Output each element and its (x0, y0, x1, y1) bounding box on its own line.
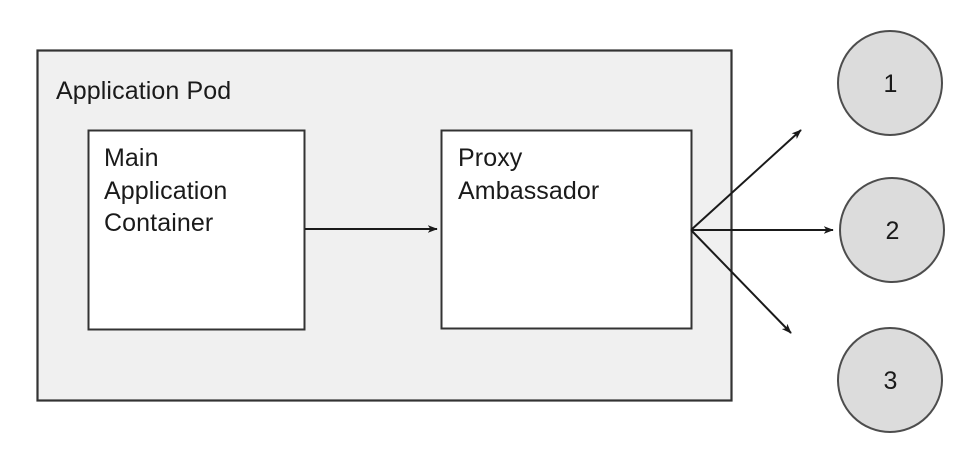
proxy-ambassador-label: Proxy Ambassador (458, 144, 600, 205)
node-3-circle (837, 327, 943, 433)
node-2-label: 2 (885, 217, 900, 245)
connector-proxy-to-node-3 (690, 229, 792, 334)
application-pod-title: Application Pod (56, 77, 232, 105)
node-3-label: 3 (883, 367, 898, 395)
main-application-container-label: Main Application Container (104, 144, 228, 237)
node-1-circle (837, 30, 943, 136)
proxy-ambassador-box (440, 129, 693, 330)
connector-proxy-to-node-1 (690, 129, 802, 231)
node-1-label: 1 (883, 70, 898, 98)
node-2-circle (839, 177, 945, 283)
main-application-container-box (87, 129, 306, 331)
